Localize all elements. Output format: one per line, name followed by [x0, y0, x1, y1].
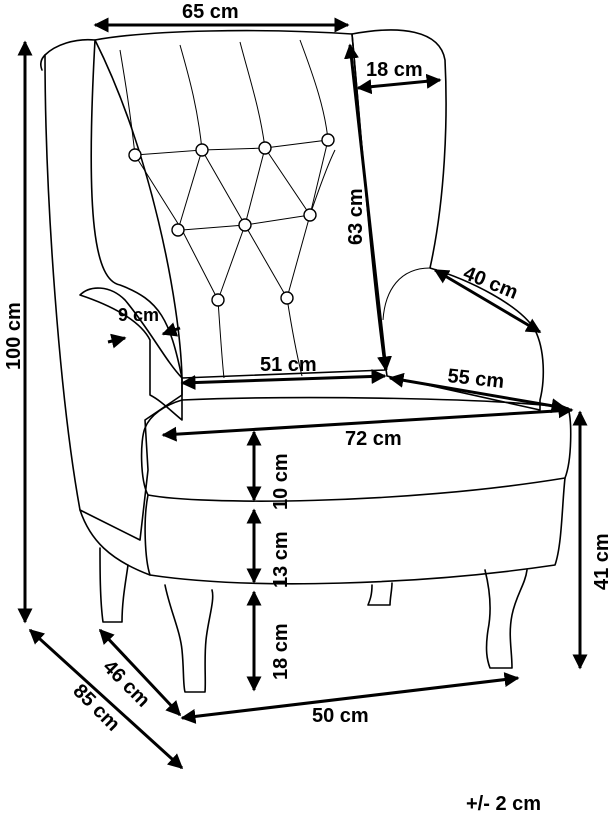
label-arm-width: 9 cm	[118, 305, 159, 325]
label-base-height: 13 cm	[270, 531, 292, 588]
label-cushion-height: 10 cm	[270, 453, 292, 510]
dimension-lines	[17, 17, 588, 770]
chair-front-right-leg	[484, 569, 528, 669]
chair-front-left-leg	[164, 584, 214, 693]
label-tolerance: +/- 2 cm	[466, 793, 541, 815]
label-front-width: 72 cm	[345, 428, 402, 450]
tufting-buttons	[128, 133, 335, 307]
tufting-lines	[119, 39, 336, 379]
dim-line-armrest	[433, 268, 542, 334]
chair-back-left-leg	[99, 547, 129, 623]
chair-drawing	[39, 29, 572, 693]
dim-line-wing-depth	[356, 73, 442, 95]
dim-line-back-height	[344, 43, 392, 372]
chair-seat-cushion	[140, 396, 572, 502]
dim-line-front-width	[161, 403, 574, 442]
dim-line-arm-width-right	[161, 322, 181, 337]
label-back-height: 63 cm	[345, 188, 367, 245]
dim-line-depth-85	[28, 628, 184, 770]
label-seat-height: 41 cm	[591, 533, 613, 590]
dim-line-arm-width-left	[107, 333, 127, 349]
chair-back-right-leg	[367, 582, 393, 606]
dim-line-leg-span	[180, 672, 520, 724]
label-armrest-length: 40 cm	[460, 262, 521, 304]
dimension-labels: 65 cm 18 cm 63 cm 40 cm 100 cm 9 cm 51 c…	[3, 1, 613, 815]
dim-line-seat-width	[180, 368, 387, 391]
label-total-height: 100 cm	[3, 302, 25, 370]
chair-left-wing	[44, 38, 183, 541]
label-wing-depth: 18 cm	[366, 59, 423, 81]
dim-line-seat-depth	[388, 372, 567, 414]
label-leg-span: 50 cm	[312, 705, 369, 727]
chair-base	[144, 477, 566, 585]
label-width-top: 65 cm	[182, 1, 239, 23]
label-leg-height: 18 cm	[270, 623, 292, 680]
label-seat-width: 51 cm	[260, 354, 317, 376]
